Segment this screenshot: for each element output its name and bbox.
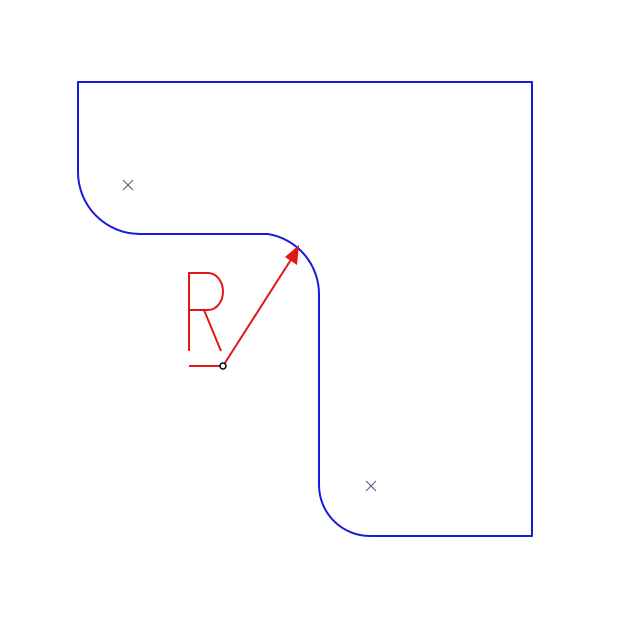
center-cross-icon [365, 480, 377, 492]
radius-dimension: R [188, 245, 299, 370]
part-outline [77, 81, 533, 537]
dimension-radius-line [222, 257, 293, 367]
dimension-label-glyph [188, 272, 224, 352]
arrowhead-icon [285, 245, 299, 265]
center-cross-icon [122, 179, 134, 191]
dimension-origin-dot [219, 362, 227, 370]
